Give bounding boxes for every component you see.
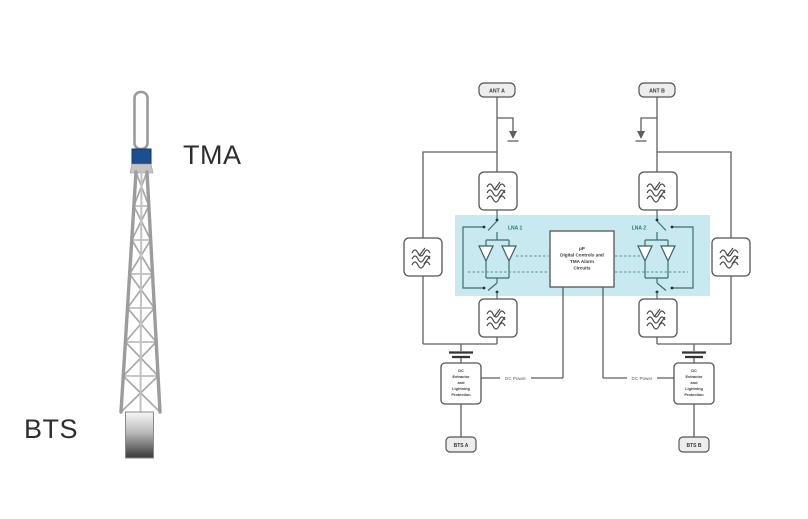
dc-extractor-text-line: DC — [458, 368, 464, 373]
dc-power-label-right: DC Power — [632, 376, 653, 381]
bypass-switch-icon — [482, 218, 499, 231]
antenna-port-a: ANT A — [478, 82, 516, 172]
lna1-block: LNA 1 — [462, 218, 522, 299]
lna2-block: LNA 2 — [632, 218, 694, 299]
dc-power-feed-right: DC Power — [602, 287, 674, 381]
bts-base — [125, 411, 154, 459]
rx-filter-bottom-left — [478, 298, 518, 344]
control-unit-text-line: µP — [579, 246, 585, 251]
lattice-tower — [119, 170, 162, 414]
dc-extractor-text-line: and — [458, 380, 466, 385]
ground-arrester-icon-left — [497, 117, 519, 142]
amplifier-icon — [478, 245, 494, 263]
control-unit-text-line: Circuits — [573, 266, 591, 271]
dc-extractor-text-line: Lightning — [685, 386, 703, 391]
dc-extractor-text-line: Protection — [684, 392, 704, 397]
control-unit-box: µP Digital Controls and TMA Alarm Circui… — [549, 230, 615, 288]
bts-port-a: BTS A — [445, 436, 477, 453]
bts-b-label: BTS B — [687, 443, 702, 449]
dc-extractor-text-line: DC — [691, 368, 697, 373]
bypass-path-right — [657, 151, 751, 344]
ant-a-label: ANT A — [489, 88, 505, 94]
bias-tee-icon-right — [657, 343, 731, 363]
dc-extractor-text-line: Extractor — [452, 374, 470, 379]
ant-b-label: ANT B — [649, 88, 665, 94]
dc-extractor-box-right: DC Extractor and Lightning Protection — [673, 362, 715, 437]
bias-tee-icon-left — [423, 343, 497, 363]
bypass-switch-icon — [655, 278, 674, 294]
control-unit-text-line: Digital Controls and — [560, 253, 604, 258]
bts-port-b: BTS B — [678, 436, 710, 453]
bypass-switch-icon — [482, 278, 499, 294]
tma-label: TMA — [183, 140, 242, 170]
antenna-port-b: ANT B — [638, 82, 676, 172]
bts-label: BTS — [24, 414, 79, 444]
rx-filter-bottom-right — [638, 298, 678, 344]
dc-extractor-text-line: and — [691, 380, 699, 385]
amplifier-icon — [660, 245, 676, 263]
ground-arrester-icon-right — [635, 117, 657, 142]
rx-filter-top-right — [638, 171, 678, 220]
control-lines-dashed — [468, 255, 688, 273]
dc-power-label-left: DC Power — [505, 376, 526, 381]
lna1-label: LNA 1 — [508, 226, 522, 232]
control-unit-text-line: TMA Alarm — [570, 259, 594, 264]
amplifier-icon — [637, 245, 653, 263]
rx-filter-top-left — [478, 171, 518, 220]
bypass-path-left — [403, 151, 497, 344]
dc-extractor-text-line: Extractor — [685, 374, 703, 379]
dc-extractor-text-line: Lightning — [452, 386, 470, 391]
amplifier-icon — [501, 245, 517, 263]
bts-a-label: BTS A — [454, 443, 469, 449]
lna2-label: LNA 2 — [632, 226, 646, 232]
bypass-switch-icon — [655, 218, 674, 231]
dc-power-feed-left: DC Power — [481, 287, 564, 381]
dc-extractor-text-line: Protection — [451, 392, 471, 397]
dc-extractor-box-left: DC Extractor and Lightning Protection — [440, 362, 482, 437]
